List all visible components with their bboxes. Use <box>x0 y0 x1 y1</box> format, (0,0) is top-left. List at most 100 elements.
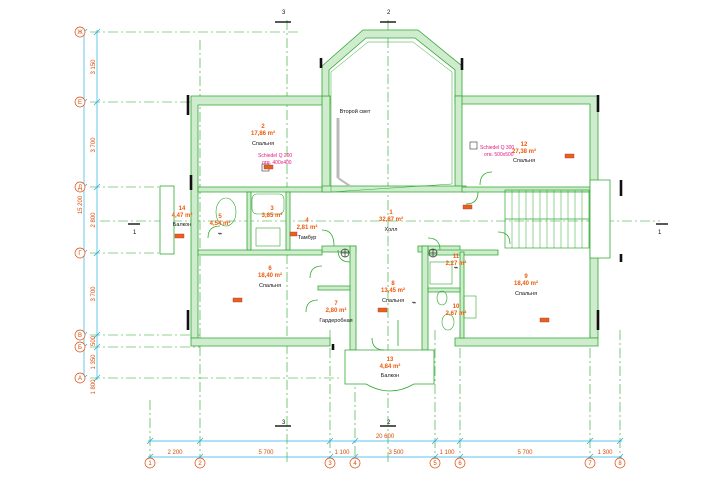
room-name: Холл <box>385 227 398 233</box>
room-label: 6 18,40 m² Спальня <box>258 266 282 289</box>
chimney-label-right-1: Schiedel Q 300 <box>480 145 514 151</box>
svg-text:3: 3 <box>328 461 332 467</box>
room-label: 11 2,27 m² <box>446 254 467 267</box>
grid-bubble: 3 <box>324 457 336 469</box>
vent-symbol: ⌁ <box>412 298 417 307</box>
room-label: 14 4,47 m² Балкон <box>172 206 193 228</box>
room-area: 2,81 m² <box>297 224 318 231</box>
dimension-value: 3 500 <box>388 450 404 456</box>
room-number: 9 <box>524 274 528 280</box>
grid-bubble: Д <box>74 181 86 193</box>
room-number: 14 <box>179 206 186 212</box>
dimension-value: 2 800 <box>91 212 97 228</box>
plumbing-fixtures <box>215 141 478 331</box>
room-area: 27,38 m² <box>512 148 536 155</box>
section-mark: 1 <box>658 230 662 236</box>
door-swings <box>207 171 511 351</box>
room-label: 2 17,86 m² Спальня <box>251 124 275 147</box>
svg-text:В: В <box>78 333 82 339</box>
dimension-value: 3 700 <box>91 137 97 153</box>
grid-bubble: В <box>74 329 86 341</box>
svg-text:8: 8 <box>618 461 622 467</box>
chimney-label-left-2: отв. 400х400 <box>262 160 292 166</box>
room-name: Спальня <box>513 158 535 164</box>
room-area: 4,54 m² <box>210 220 231 227</box>
dimension-value: 5 700 <box>517 450 533 456</box>
room-label: 13 4,84 m² Балкон <box>380 357 401 379</box>
dimension-value: 1 800 <box>91 379 97 395</box>
dimension-tick <box>431 437 439 445</box>
room-name: Балкон <box>381 373 399 379</box>
room-number: 2 <box>261 124 265 130</box>
room-area: 17,86 m² <box>251 130 275 137</box>
grid-bubble: 1 <box>144 457 156 469</box>
dimension-tick <box>93 374 101 382</box>
dimension-value: 1 100 <box>439 450 455 456</box>
room-number: 4 <box>305 218 309 224</box>
room-area: 2,27 m² <box>446 260 467 267</box>
room-area: 4,84 m² <box>380 363 401 370</box>
bottom-dimensions: 20 600 2 200 5 700 1 100 3 500 1 100 5 7… <box>167 434 613 456</box>
room-label: 5 4,54 m² <box>210 214 231 227</box>
room-name: Спальня <box>515 291 537 297</box>
dimension-value: 3 700 <box>91 286 97 302</box>
room-number: 13 <box>387 357 394 363</box>
grid-bubble: 5 <box>429 457 441 469</box>
grid-bubble: А <box>74 372 86 384</box>
room-area: 18,40 m² <box>258 272 282 279</box>
svg-text:4: 4 <box>353 461 357 467</box>
dimension-tick <box>616 437 624 445</box>
room-area: 4,47 m² <box>172 212 193 219</box>
room-label: 1 32,87 m² Холл <box>379 210 403 233</box>
room-number: 3 <box>270 206 274 212</box>
svg-text:Ж: Ж <box>77 30 83 36</box>
section-markers: 1 1 2 2 3 3 <box>128 10 668 427</box>
room-name: Тамбур <box>298 235 317 241</box>
room-name: Спальня <box>252 141 274 147</box>
vent-symbol: ⌁ <box>454 263 459 272</box>
dimension-tick <box>93 183 101 191</box>
dimension-value: 500 <box>91 335 97 346</box>
dimension-value: 1 100 <box>334 450 350 456</box>
dimension-total-left: 15 200 <box>78 195 84 214</box>
building-walls <box>159 29 611 392</box>
dimension-tick <box>93 28 101 36</box>
room-label: 7 2,80 m² Гардеробная <box>319 301 352 324</box>
dimension-value: 5 700 <box>258 450 274 456</box>
dimension-tick <box>586 437 594 445</box>
dimension-tick <box>93 343 101 351</box>
room-name: Гардеробная <box>319 318 352 324</box>
svg-text:2: 2 <box>198 461 202 467</box>
dimension-tick <box>351 437 359 445</box>
structural-accents <box>186 58 623 350</box>
vent-symbol: ⌁ <box>218 229 223 238</box>
radiators <box>174 153 575 323</box>
grid-bubble: 2 <box>194 457 206 469</box>
chimney-label-left-1: Schiedel Q 200 <box>258 153 292 159</box>
grid-bubble: 4 <box>349 457 361 469</box>
room-label: 3 3,85 m² <box>262 206 283 219</box>
grid-bubble: Ж <box>74 26 86 38</box>
grid-bubble: Е <box>74 96 86 108</box>
room-area: 13,45 m² <box>381 287 405 294</box>
room-number: 1 <box>389 210 393 216</box>
grid-bubble: 8 <box>614 457 626 469</box>
room-number: 12 <box>521 142 528 148</box>
room-number: 6 <box>268 266 272 272</box>
dimension-tick <box>93 331 101 339</box>
room-label: 4 2,81 m² Тамбур <box>297 218 318 241</box>
dimension-value: 3 150 <box>91 59 97 75</box>
section-mark: 3 <box>282 420 286 426</box>
room-name: Балкон <box>173 222 191 228</box>
dimension-value: 2 200 <box>167 450 183 456</box>
grid-bubbles-left: Ж Е Д Г В Б А <box>74 26 86 384</box>
grid-bubble: Г <box>74 247 86 259</box>
room-area: 2,80 m² <box>326 307 347 314</box>
svg-text:Г: Г <box>78 251 82 257</box>
room-area: 2,67 m² <box>446 310 467 317</box>
dimension-tick <box>456 437 464 445</box>
room-number: 11 <box>453 254 460 260</box>
dimension-tick <box>146 437 154 445</box>
section-mark: 1 <box>133 230 137 236</box>
